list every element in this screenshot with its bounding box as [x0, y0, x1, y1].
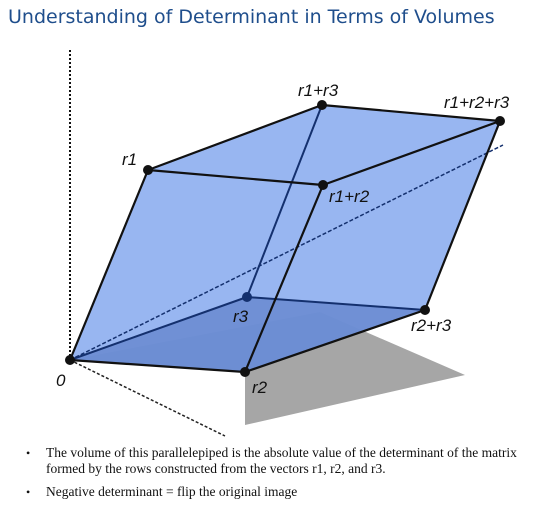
bullet-icon: •: [26, 446, 31, 460]
hidden-edges: [69, 104, 426, 361]
label-r3: r3: [233, 307, 249, 326]
diagonal-dashed-line: [69, 144, 504, 361]
depth-axis: [69, 359, 226, 437]
bullet-text-negative: Negative determinant = flip the original…: [46, 484, 298, 499]
parallelepiped-diagram: 0 r1 r2 r3 r1+r3 r1+r2 r2+r3 r1+r2+r3: [56, 50, 510, 437]
bullet-icon: •: [26, 485, 31, 499]
label-r1-r2-r3: r1+r2+r3: [444, 93, 510, 112]
vertex-r3: [242, 292, 252, 302]
vertex-r1-r2: [318, 180, 328, 190]
vertex-r2: [240, 367, 250, 377]
vertex-origin: [65, 355, 75, 365]
bullet-text-volume: The volume of this parallelepiped is the…: [46, 445, 517, 476]
vertex-r2-r3: [420, 305, 430, 315]
bullet-item: • The volume of this parallelepiped is t…: [22, 445, 532, 477]
bullet-item: • Negative determinant = flip the origin…: [22, 484, 532, 500]
vertex-r1: [143, 165, 153, 175]
vertex-r1-r3: [317, 100, 327, 110]
floor-shadow: [70, 312, 465, 425]
page-title: Understanding of Determinant in Terms of…: [8, 6, 495, 28]
label-r1: r1: [122, 150, 137, 169]
label-r2-r3: r2+r3: [411, 316, 452, 335]
label-origin: 0: [56, 371, 66, 390]
bottom-face: [70, 297, 425, 372]
label-r1-r3: r1+r3: [298, 81, 339, 100]
label-r1-r2: r1+r2: [329, 187, 370, 206]
vertex-r1-r2-r3: [495, 116, 505, 126]
label-r2: r2: [252, 378, 268, 397]
visible-edges: [68, 103, 502, 374]
bullet-list: • The volume of this parallelepiped is t…: [22, 445, 532, 507]
